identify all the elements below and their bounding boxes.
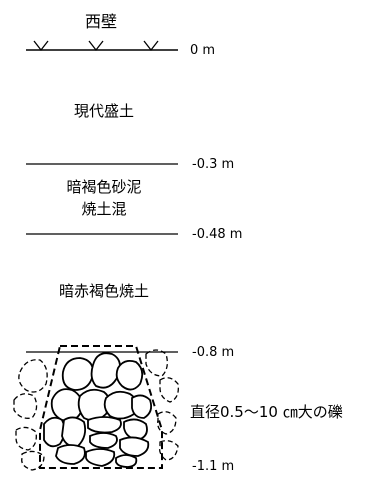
layer-label-dark-brown-sandy-mud: 暗褐色砂泥 焼土混 (45, 176, 163, 220)
layer-label-dark-reddish-brown-burnt-soil: 暗赤褐色焼土 (38, 280, 170, 302)
stone (89, 432, 118, 449)
stone (55, 444, 86, 465)
layer-label-line: 現代盛土 (73, 102, 134, 120)
stone (85, 448, 116, 467)
vegetation-marks (33, 40, 159, 52)
stone (119, 436, 150, 457)
stone (90, 352, 121, 389)
stone (61, 357, 94, 391)
depth-label-0.8m: -0.8 m (192, 345, 235, 360)
stone (115, 359, 144, 391)
layer-label-line: 暗褐色砂泥 (66, 178, 142, 196)
stone (87, 416, 122, 434)
stone (77, 388, 111, 422)
depth-label-0.48m: -0.48 m (192, 227, 243, 242)
stone-size-note: 直径0.5～10 ㎝大の礫 (190, 403, 343, 421)
stone (43, 416, 66, 448)
stone (123, 418, 148, 441)
depth-label-1.1m: -1.1 m (192, 459, 235, 474)
stone (61, 416, 87, 448)
depth-label-0m: 0 m (190, 43, 216, 58)
stone (115, 454, 138, 468)
outer-stones (13, 349, 179, 471)
layer-label-modern-fill: 現代盛土 (52, 100, 156, 122)
pit-outline (39, 345, 163, 469)
layer-label-line: 焼土混 (81, 200, 127, 218)
depth-label-0.3m: -0.3 m (192, 157, 235, 172)
section-title: 西壁 (85, 12, 118, 31)
stones (43, 352, 153, 468)
layer-label-line: 暗赤褐色焼土 (58, 282, 149, 300)
stone (131, 394, 153, 419)
stone (50, 388, 84, 422)
